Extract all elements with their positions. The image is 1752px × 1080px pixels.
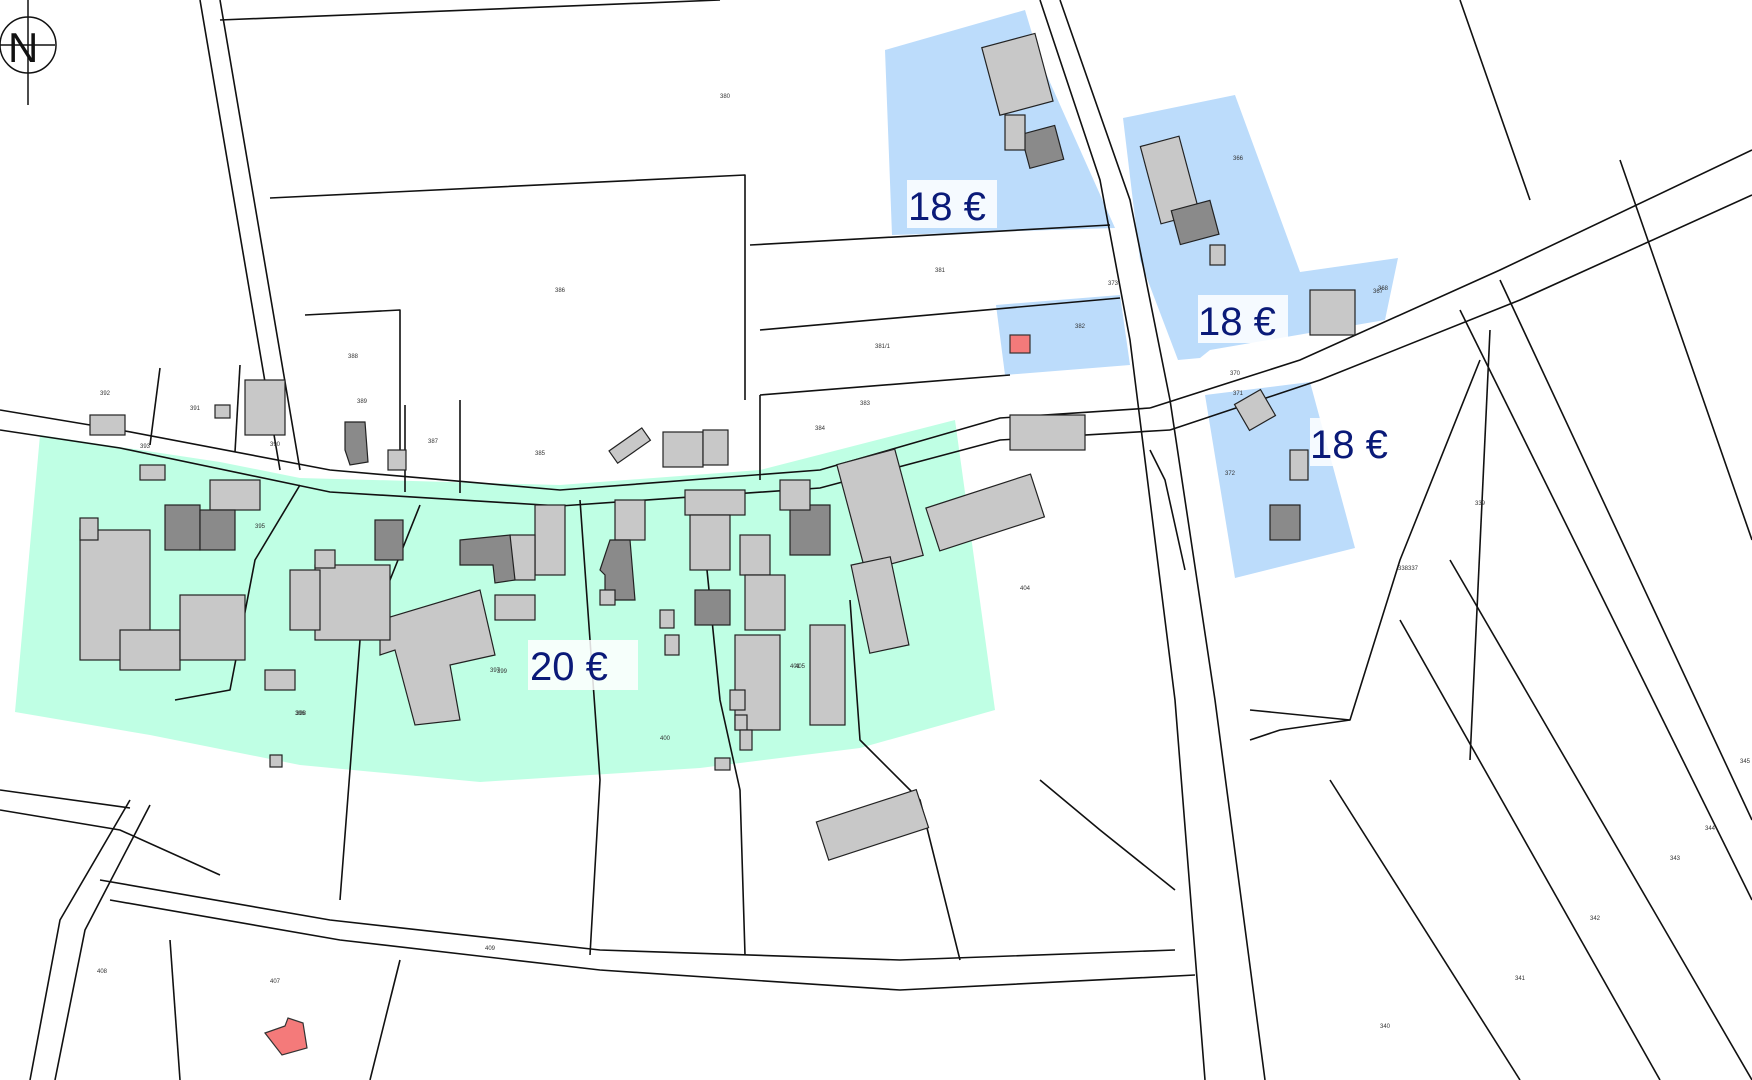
parcel-number-408: 408 (97, 969, 108, 975)
parcel-number-370: 370 (1230, 371, 1241, 377)
parcel-number-404: 404 (1020, 586, 1031, 592)
parcel-number-339: 339 (1475, 501, 1486, 507)
parcel-number-342: 342 (1590, 916, 1601, 922)
parcel-number-399: 399 (497, 669, 508, 675)
parcel-number-398: 398 (296, 711, 307, 717)
north-arrow-label: N (8, 24, 38, 71)
parcel-number-392: 392 (100, 391, 111, 397)
price-label-blue-1: 18 € (908, 185, 986, 229)
parcel-number-labels: 380 386 381 381/1 382 383 384 385 387 388 389 390 39… (97, 94, 1751, 1030)
price-labels: 18 € 18 € 18 € 20 € (528, 180, 1400, 690)
parcel-number-390: 390 (270, 442, 281, 448)
parcel-number-340: 340 (1380, 1024, 1391, 1030)
parcel-number-341: 341 (1515, 976, 1526, 982)
parcel-number-389: 389 (357, 399, 368, 405)
parcel-number-396: 396 (295, 711, 306, 717)
north-arrow: N (0, 0, 57, 105)
price-label-blue-3: 18 € (1310, 423, 1388, 467)
parcel-number-409: 409 (485, 946, 496, 952)
parcel-number-387: 387 (428, 439, 439, 445)
parcel-number-382: 382 (1075, 324, 1086, 330)
parcel-number-393: 393 (140, 444, 151, 450)
parcel-number-397: 397 (490, 668, 501, 674)
parcel-number-381-1: 381/1 (875, 344, 891, 350)
parcel-number-401: 401 (790, 664, 801, 670)
parcel-number-366: 366 (1233, 156, 1244, 162)
parcel-number-381: 381 (935, 268, 946, 274)
zone-blue-area-3[interactable] (996, 295, 1130, 375)
parcel-number-395: 395 (255, 524, 266, 530)
parcel-number-385: 385 (535, 451, 546, 457)
parcel-number-407: 407 (270, 979, 281, 985)
parcel-number-388: 388 (348, 354, 359, 360)
parcel-number-391: 391 (190, 406, 201, 412)
parcel-number-338: 338 (1398, 566, 1409, 572)
parcel-number-383: 383 (860, 401, 871, 407)
price-label-blue-2: 18 € (1198, 300, 1276, 344)
parcel-number-380: 380 (720, 94, 731, 100)
parcel-number-384: 384 (815, 426, 826, 432)
parcel-number-400: 400 (660, 736, 671, 742)
parcel-number-367: 367 (1373, 289, 1384, 295)
parcel-number-345: 345 (1740, 759, 1751, 765)
price-label-green-1: 20 € (530, 645, 608, 689)
price-zones (15, 10, 1398, 782)
zone-blue-area-1[interactable] (885, 10, 1115, 235)
parcel-number-373: 373 (1108, 281, 1119, 287)
parcel-number-372: 372 (1225, 471, 1236, 477)
parcel-number-368: 368 (1378, 286, 1389, 292)
parcel-number-405: 405 (795, 664, 806, 670)
buildings (79, 32, 1356, 1056)
parcel-number-337: 337 (1408, 566, 1419, 572)
parcel-number-386: 386 (555, 288, 566, 294)
parcel-number-371: 371 (1233, 391, 1244, 397)
parcel-number-344: 344 (1705, 826, 1716, 832)
parcel-number-343: 343 (1670, 856, 1681, 862)
